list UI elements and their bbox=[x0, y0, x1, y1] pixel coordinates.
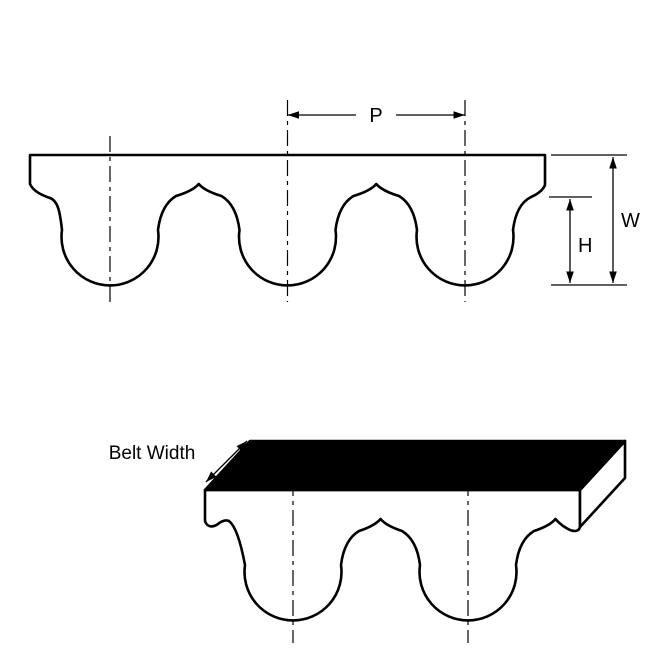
belt-width-arrow-upper bbox=[236, 441, 247, 452]
width-dimension: W bbox=[551, 154, 640, 286]
isometric-view: Belt Width bbox=[109, 439, 627, 643]
height-dimension: H bbox=[549, 196, 592, 283]
belt-top-face bbox=[203, 439, 627, 492]
pitch-dimension: P bbox=[287, 105, 465, 127]
pitch-label: P bbox=[369, 105, 382, 127]
height-arrow-top bbox=[566, 199, 574, 211]
height-label: H bbox=[578, 235, 592, 257]
profile-view: P W H bbox=[28, 100, 640, 302]
belt-width-label: Belt Width bbox=[109, 443, 196, 464]
pitch-arrow-right bbox=[453, 111, 465, 119]
width-arrow-bottom bbox=[609, 271, 617, 283]
height-arrow-bottom bbox=[566, 271, 574, 283]
pitch-arrow-left bbox=[287, 111, 299, 119]
belt-width-dimension: Belt Width bbox=[109, 440, 248, 483]
width-label: W bbox=[621, 210, 640, 232]
belt-width-arrow-lower bbox=[206, 471, 217, 482]
belt-front-profile bbox=[203, 488, 582, 622]
width-arrow-top bbox=[609, 157, 617, 169]
